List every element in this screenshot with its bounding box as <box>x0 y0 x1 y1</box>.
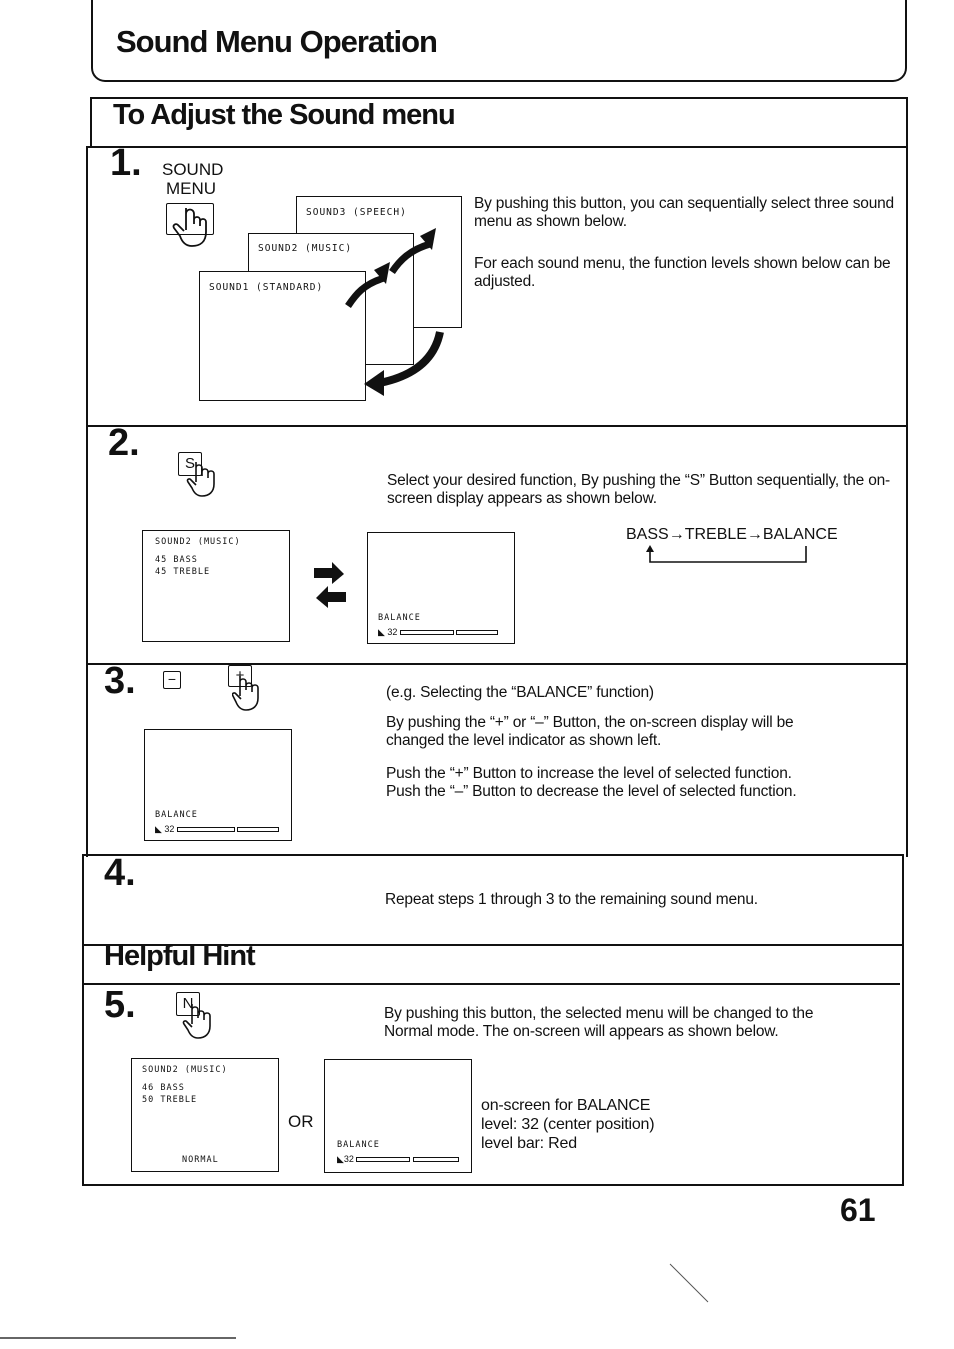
balance-level: ◣32 <box>337 1154 459 1165</box>
minus-button-label: − <box>167 671 177 687</box>
or-label: OR <box>288 1112 314 1131</box>
finger-press-icon <box>232 676 259 711</box>
cycle-arrows-icon <box>345 228 444 396</box>
step3-text-1: By pushing the “+” or “–” Button, the on… <box>386 714 794 749</box>
step4-box <box>82 854 904 948</box>
step2-box <box>86 425 908 666</box>
n-button[interactable]: N <box>176 992 200 1016</box>
balance-value: 32 <box>164 824 175 834</box>
level-bar-right <box>412 1157 459 1163</box>
balance-label: BALANCE <box>378 613 421 623</box>
loop-back-arrow-icon <box>646 545 807 563</box>
note-level-bar: level bar: Red <box>481 1135 577 1152</box>
level-bar-left <box>399 630 454 636</box>
screen-treble-line: 45 TREBLE <box>155 567 211 577</box>
step2-text: Select your desired function, By pushing… <box>387 472 891 507</box>
level-bar-left <box>356 1157 411 1163</box>
step1-number: 1. <box>110 142 142 184</box>
balance-label: BALANCE <box>337 1140 380 1150</box>
scan-marks <box>0 1263 709 1339</box>
step3-text-2: Push the “+” Button to increase the leve… <box>386 765 792 782</box>
note-balance: on-screen for BALANCE <box>481 1097 651 1114</box>
step3-box <box>86 663 908 857</box>
screen-bass-line: 45 BASS <box>155 555 198 565</box>
section-title: To Adjust the Sound menu <box>113 99 456 131</box>
s-button[interactable]: S <box>178 452 202 476</box>
n-button-label: N <box>182 995 194 1012</box>
screen-sound1-label: SOUND1 (STANDARD) <box>209 282 324 293</box>
step3-example: (e.g. Selecting the “BALANCE” function) <box>386 684 654 701</box>
normal-label: NORMAL <box>182 1155 219 1165</box>
section-header-frame <box>90 97 908 147</box>
step1-box <box>86 146 908 428</box>
page-title: Sound Menu Operation <box>116 24 438 59</box>
sound-menu-button[interactable] <box>166 203 214 235</box>
sound-menu-label: SOUND <box>162 160 224 179</box>
minus-button[interactable]: − <box>163 671 181 689</box>
hint-divider <box>84 983 900 985</box>
step3-number: 3. <box>104 660 136 702</box>
balance-label: BALANCE <box>155 810 198 820</box>
page-number: 61 <box>840 1192 876 1228</box>
balance-value: 32 <box>343 1154 354 1164</box>
step2-number: 2. <box>108 422 140 464</box>
screen-balance: BALANCE ◣ 32 <box>367 532 515 644</box>
step1-text-1: By pushing this button, you can sequenti… <box>474 195 894 230</box>
step4-text: Repeat steps 1 through 3 to the remainin… <box>385 891 758 908</box>
balance-value: 32 <box>387 627 398 637</box>
step3-text-3: Push the “–” Button to decrease the leve… <box>386 783 797 800</box>
screen-title: SOUND2 (MUSIC) <box>142 1065 228 1075</box>
screen-sound2-label: SOUND2 (MUSIC) <box>258 243 353 254</box>
finger-press-icon <box>186 462 215 497</box>
s-button-label: S <box>184 455 195 472</box>
screen-sound1: SOUND1 (STANDARD) <box>199 271 366 401</box>
function-sequence: BASS→TREBLE→BALANCE <box>626 526 838 543</box>
sound-menu-label-2: MENU <box>166 179 217 198</box>
screen-balance-adjust: BALANCE ◣ 32 <box>144 729 292 841</box>
finger-press-icon <box>182 1004 211 1039</box>
finger-press-icon <box>172 208 207 247</box>
screen-title: SOUND2 (MUSIC) <box>155 537 241 547</box>
hint-text: By pushing this button, the selected men… <box>384 1005 814 1040</box>
level-bar-right <box>237 827 280 833</box>
plus-button-label: + <box>235 667 245 684</box>
level-bar-right <box>456 630 499 636</box>
step4-number: 4. <box>104 852 136 894</box>
screen-normal: SOUND2 (MUSIC) 46 BASS 50 TREBLE NORMAL <box>131 1058 279 1172</box>
step5-number: 5. <box>104 984 136 1026</box>
hint-title: Helpful Hint <box>104 940 256 972</box>
level-bar-left <box>176 827 235 833</box>
hint-box <box>82 944 904 1186</box>
balance-level: ◣ 32 <box>155 824 280 835</box>
step1-text-2: For each sound menu, the function levels… <box>474 255 891 290</box>
screen-sound3-label: SOUND3 (SPEECH) <box>306 207 407 218</box>
note-level: level: 32 (center position) <box>481 1116 655 1133</box>
screen-treble-line: 50 TREBLE <box>142 1095 198 1105</box>
balance-level: ◣ 32 <box>378 627 499 638</box>
screen-music-levels: SOUND2 (MUSIC) 45 BASS 45 TREBLE <box>142 530 290 642</box>
screen-bass-line: 46 BASS <box>142 1083 185 1093</box>
screen-balance-normal: BALANCE ◣32 <box>324 1059 472 1173</box>
swap-arrows-icon <box>314 562 346 608</box>
header-frame <box>91 0 907 82</box>
